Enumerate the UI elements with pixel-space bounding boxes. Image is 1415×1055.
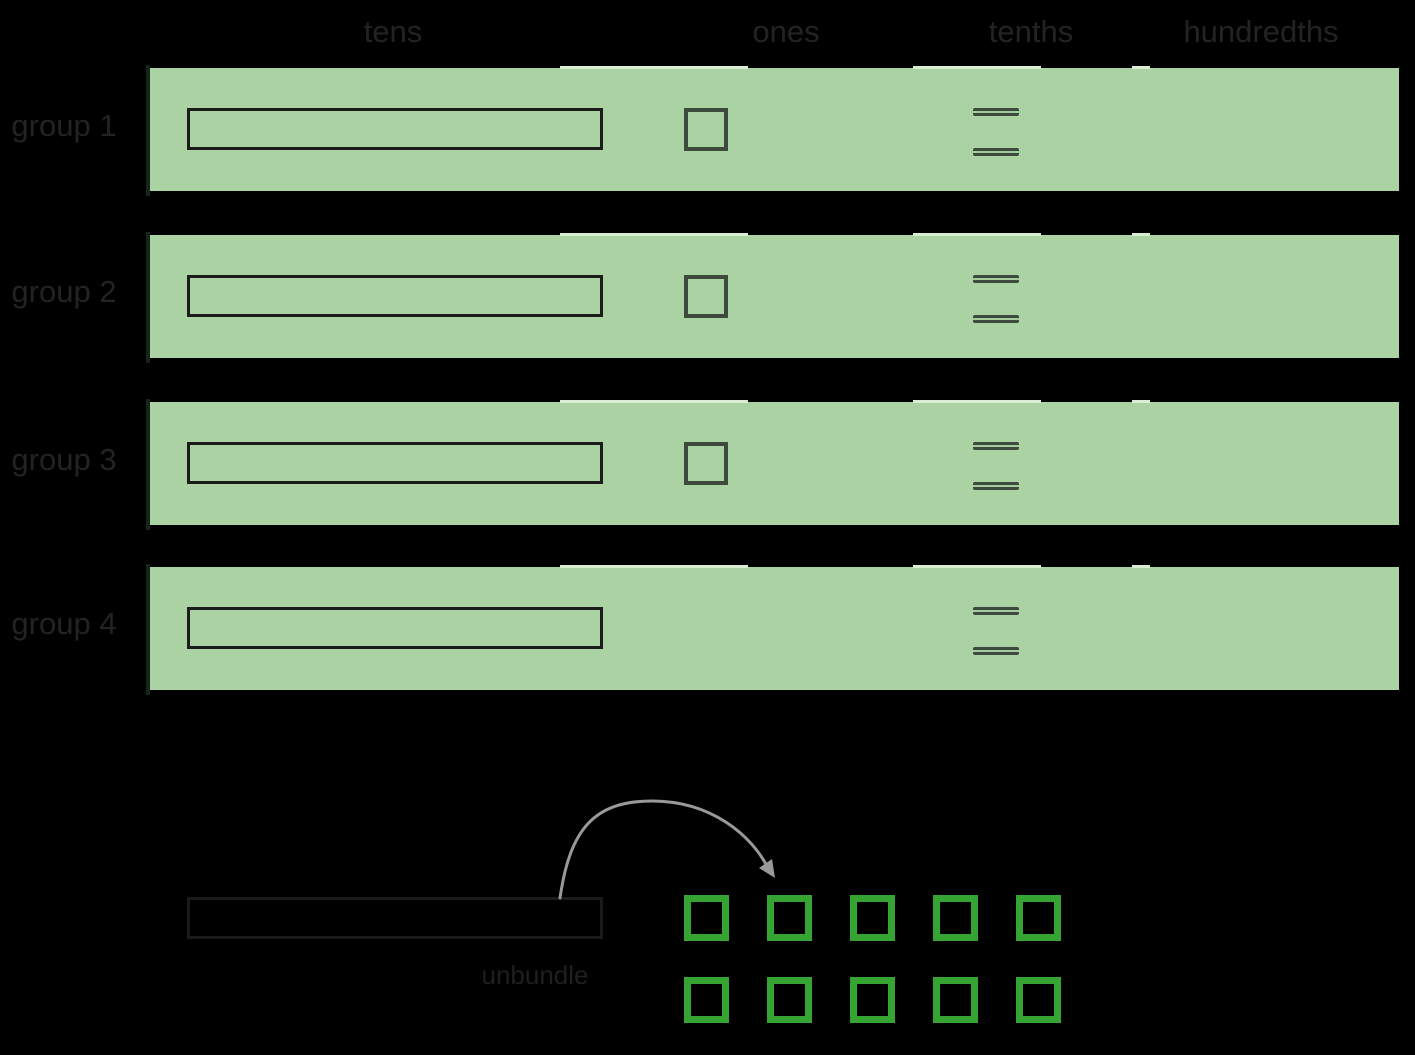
column-tick — [560, 233, 748, 236]
group-1-band — [146, 65, 1399, 196]
band-left-edge — [146, 399, 150, 530]
unbundle-label: unbundle — [481, 960, 589, 990]
tenth-bar — [973, 275, 1019, 283]
unbundled-square — [767, 977, 812, 1023]
group-3-label: group 3 — [11, 442, 117, 477]
group-2-label: group 2 — [11, 274, 117, 309]
group-2-band — [146, 232, 1399, 363]
column-header-tens: tens — [363, 14, 423, 49]
band-left-edge — [146, 65, 150, 196]
unbundled-square — [1016, 895, 1061, 941]
unbundled-square — [933, 977, 978, 1023]
group-3-band — [146, 399, 1399, 530]
column-tick — [1132, 66, 1150, 69]
tenth-bar — [973, 482, 1019, 490]
tenth-bar — [973, 647, 1019, 655]
unbundled-square — [684, 977, 729, 1023]
column-tick — [560, 66, 748, 69]
unbundle-tens-bar — [187, 897, 603, 939]
column-tick — [913, 565, 1041, 568]
tenth-bar — [973, 315, 1019, 323]
tens-bar — [187, 442, 603, 484]
ones-square — [684, 108, 728, 151]
unbundled-square — [684, 895, 729, 941]
unbundled-square — [850, 895, 895, 941]
group-1-label: group 1 — [11, 108, 117, 143]
column-tick — [560, 400, 748, 403]
tens-bar — [187, 275, 603, 317]
unbundled-square — [1016, 977, 1061, 1023]
ones-square — [684, 442, 728, 485]
unbundled-square — [850, 977, 895, 1023]
unbundle-arrow-icon — [558, 799, 775, 900]
tens-bar — [187, 607, 603, 649]
band-left-edge — [146, 564, 150, 695]
unbundled-square — [933, 895, 978, 941]
ones-square — [684, 275, 728, 318]
group-4-label: group 4 — [11, 606, 117, 641]
tenth-bar — [973, 108, 1019, 116]
tenth-bar — [973, 607, 1019, 615]
column-tick — [560, 565, 748, 568]
tens-bar — [187, 108, 603, 150]
column-tick — [913, 233, 1041, 236]
column-tick — [913, 66, 1041, 69]
unbundled-square — [767, 895, 812, 941]
column-tick — [1132, 233, 1150, 236]
group-4-band — [146, 564, 1399, 695]
column-tick — [1132, 565, 1150, 568]
column-header-hundredths: hundredths — [1183, 14, 1339, 49]
column-tick — [1132, 400, 1150, 403]
band-left-edge — [146, 232, 150, 363]
tenth-bar — [973, 148, 1019, 156]
column-header-tenths: tenths — [988, 14, 1074, 49]
column-header-ones: ones — [752, 14, 820, 49]
tenth-bar — [973, 442, 1019, 450]
column-tick — [913, 400, 1041, 403]
